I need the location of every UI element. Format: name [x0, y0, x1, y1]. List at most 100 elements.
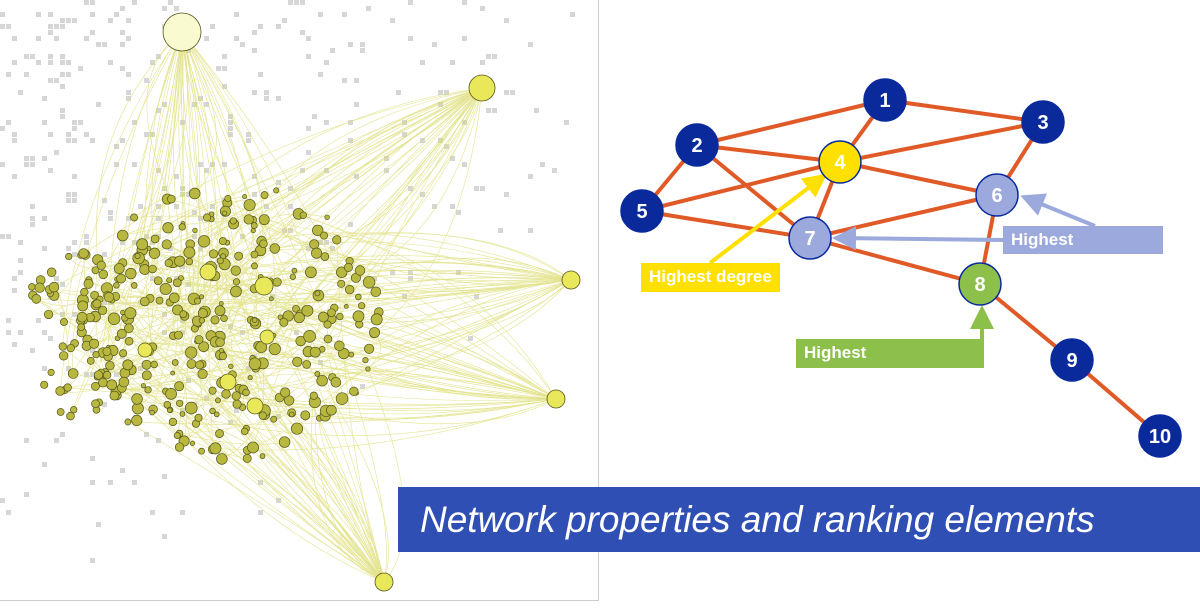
edge	[87, 301, 145, 340]
noise-pixel	[420, 192, 425, 197]
noise-pixel	[48, 60, 53, 65]
noise-pixel	[390, 270, 395, 275]
noise-pixel	[12, 276, 17, 281]
node	[86, 357, 95, 365]
node	[70, 406, 78, 414]
noise-pixel	[504, 90, 509, 95]
noise-pixel	[132, 120, 137, 125]
large-node	[246, 397, 264, 415]
noise-pixel	[198, 246, 203, 251]
noise-pixel	[102, 42, 107, 47]
edge	[116, 393, 227, 404]
noise-pixel	[120, 240, 125, 245]
node	[289, 273, 297, 280]
hub-node	[162, 12, 202, 52]
noise-pixel	[222, 54, 227, 59]
noise-pixel	[42, 330, 47, 335]
hub-edge	[146, 31, 183, 200]
noise-pixel	[258, 24, 263, 29]
node	[148, 264, 157, 274]
noise-pixel	[72, 312, 77, 317]
node	[232, 399, 242, 409]
node	[354, 265, 366, 276]
noise-pixel	[0, 126, 5, 131]
noise-pixel	[42, 216, 47, 221]
noise-pixel	[54, 78, 59, 83]
noise-pixel	[72, 240, 77, 245]
noise-pixel	[36, 60, 41, 65]
noise-pixel	[468, 336, 473, 341]
node	[65, 252, 73, 261]
node-label-3: 3	[1037, 112, 1048, 134]
noise-pixel	[408, 0, 413, 5]
node	[172, 278, 182, 288]
node	[116, 328, 127, 339]
node	[168, 292, 180, 304]
node-1	[863, 78, 907, 122]
noise-pixel	[348, 120, 353, 125]
noise-pixel	[480, 6, 485, 11]
noise-pixel	[18, 270, 23, 275]
noise-pixel	[456, 210, 461, 215]
noise-pixel	[276, 414, 281, 419]
node	[320, 252, 330, 261]
edge	[167, 199, 185, 317]
noise-pixel	[36, 318, 41, 323]
noise-pixel	[462, 36, 467, 41]
node	[362, 357, 369, 364]
node	[290, 422, 304, 435]
node	[141, 370, 152, 381]
hub-edge	[144, 31, 183, 365]
node	[224, 195, 232, 202]
noise-pixel	[300, 30, 305, 35]
node	[184, 401, 198, 415]
hub-edge	[154, 87, 483, 254]
node	[243, 214, 254, 225]
noise-pixel	[462, 162, 467, 167]
noise-pixel	[504, 192, 509, 197]
noise-pixel	[276, 96, 281, 101]
network-graph-hairball	[0, 0, 581, 592]
hub-edge	[261, 219, 557, 400]
hub-node	[374, 572, 394, 592]
node	[161, 239, 172, 250]
node	[105, 360, 115, 371]
hub-edge	[62, 31, 183, 347]
node	[292, 356, 303, 367]
noise-pixel	[192, 210, 197, 215]
node	[168, 417, 178, 427]
hub-edge	[113, 31, 183, 319]
noise-pixel	[84, 240, 89, 245]
node	[109, 390, 120, 401]
noise-pixel	[90, 138, 95, 143]
noise-pixel	[150, 276, 155, 281]
node	[78, 248, 89, 259]
hub-edge	[217, 400, 385, 583]
noise-pixel	[432, 42, 437, 47]
noise-pixel	[84, 132, 89, 137]
node	[243, 198, 256, 211]
noise-pixel	[6, 318, 11, 323]
node	[272, 277, 282, 287]
background-noise	[0, 0, 575, 563]
noise-pixel	[42, 366, 47, 371]
noise-pixel	[132, 162, 137, 167]
node	[116, 229, 129, 242]
node	[358, 302, 366, 310]
node	[124, 418, 132, 426]
node	[215, 337, 225, 348]
noise-pixel	[150, 60, 155, 65]
label-highest-degree: Highest degree	[641, 263, 780, 292]
node	[76, 311, 88, 323]
nodes	[28, 12, 581, 592]
hub-edge	[179, 385, 385, 583]
noise-pixel	[30, 222, 35, 227]
node	[192, 227, 198, 234]
noise-pixel	[258, 480, 263, 485]
noise-pixel	[408, 186, 413, 191]
noise-pixel	[474, 186, 479, 191]
noise-pixel	[30, 348, 35, 353]
node	[80, 287, 89, 297]
node	[352, 310, 365, 323]
